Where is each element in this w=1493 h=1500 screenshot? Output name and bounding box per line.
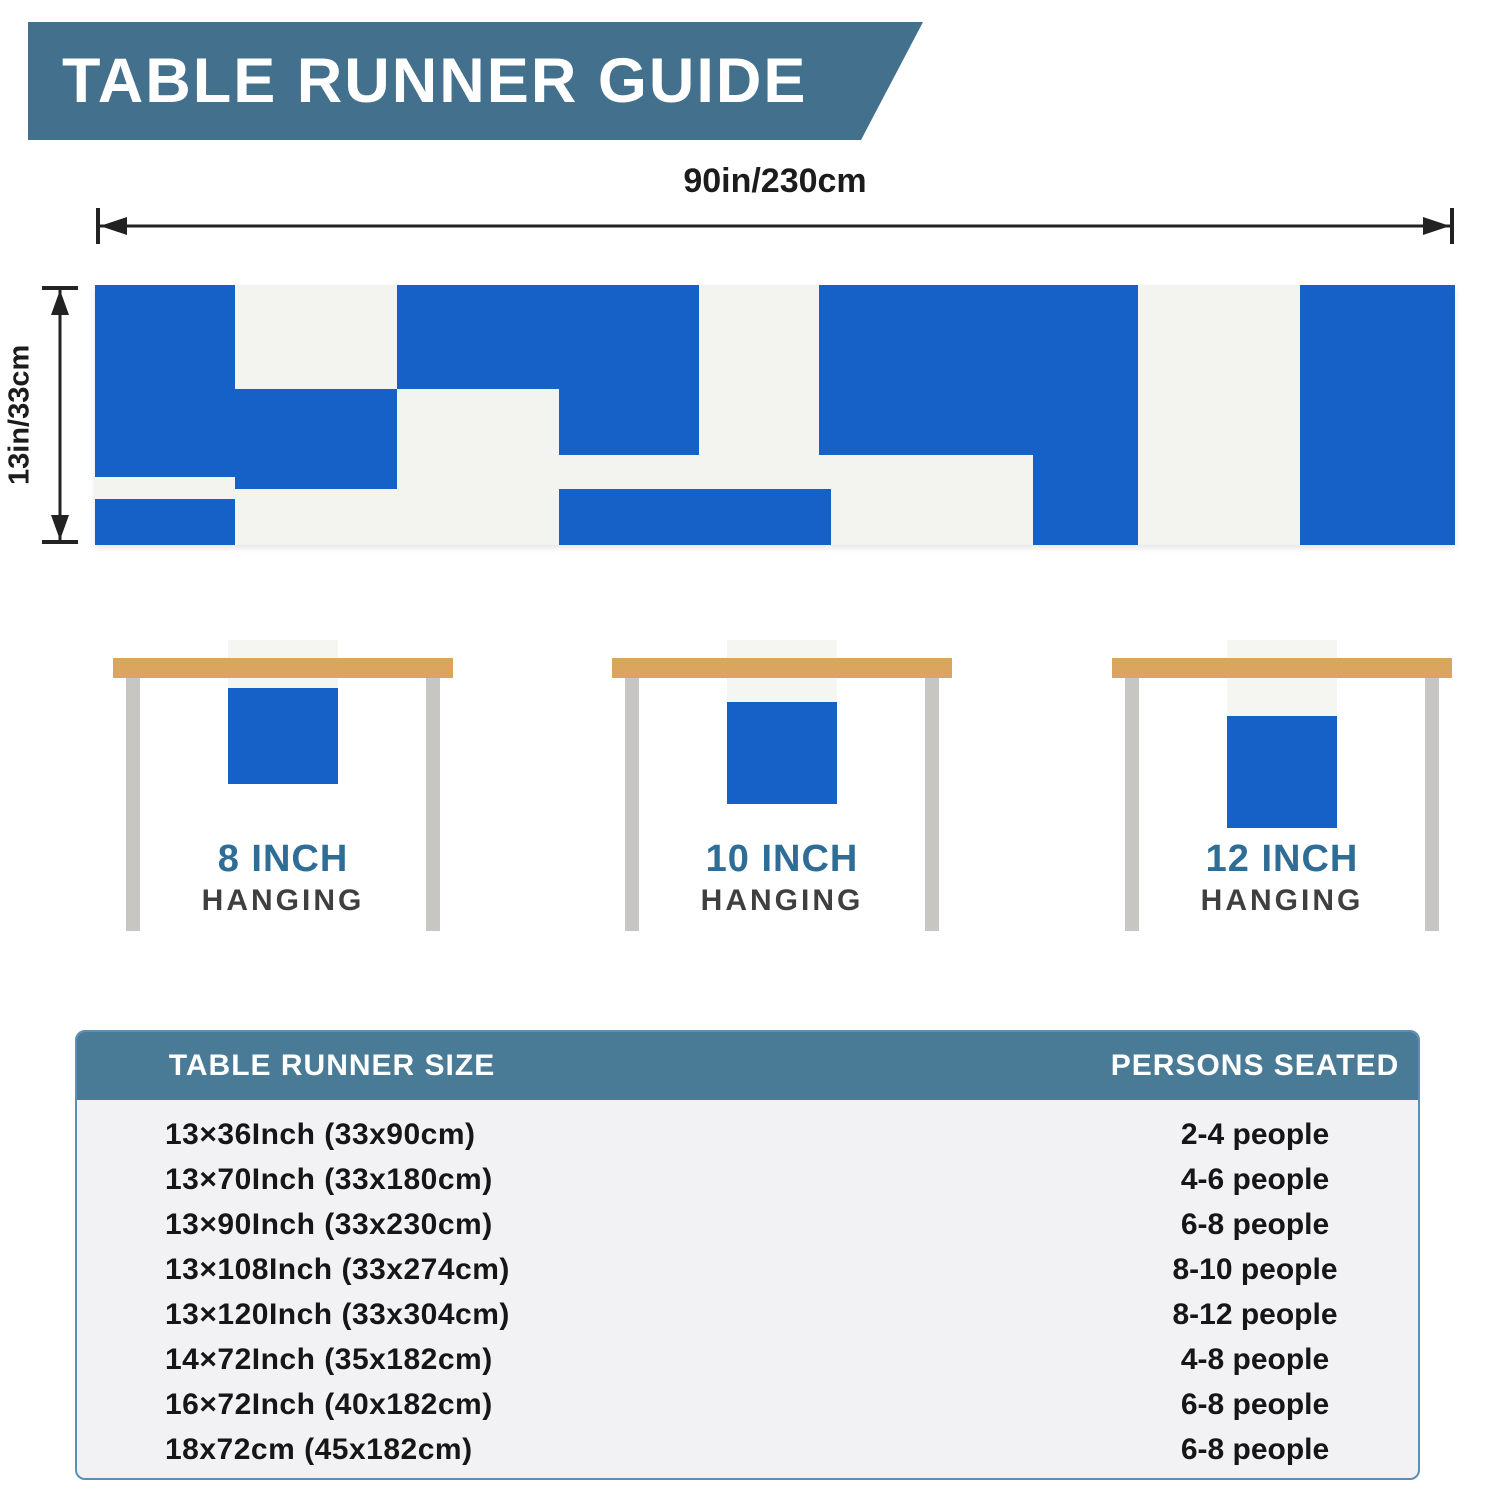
hanging-demo-10-inch: 10 INCH HANGING: [612, 640, 952, 952]
column-header-size: TABLE RUNNER SIZE: [168, 1049, 496, 1082]
tabletop: [612, 658, 952, 678]
table-row: 13×108Inch (33x274cm) 8-10 people: [77, 1247, 1418, 1292]
hanging-size-label: 8 INCH: [217, 838, 349, 880]
overhang-white-part: [228, 678, 338, 688]
persons-cell: 4-6 people: [1180, 1162, 1330, 1196]
persons-cell: 4-8 people: [1180, 1342, 1330, 1376]
runner-on-table: [228, 640, 338, 658]
size-table-header: TABLE RUNNER SIZE PERSONS SEATED: [77, 1032, 1418, 1100]
overhang-blue-part: [228, 688, 338, 784]
page-title: TABLE RUNNER GUIDE: [62, 46, 808, 116]
runner-on-table: [727, 640, 837, 658]
size-cell: 13×90Inch (33x230cm): [165, 1207, 493, 1241]
persons-cell: 6-8 people: [1180, 1432, 1330, 1466]
hanging-word-label: HANGING: [700, 884, 864, 917]
overhang-blue-part: [1227, 716, 1337, 828]
runner-overhang: [1227, 678, 1337, 828]
table-leg-left: [625, 678, 639, 931]
table-row: 13×90Inch (33x230cm) 6-8 people: [77, 1202, 1418, 1247]
size-cell: 13×36Inch (33x90cm): [165, 1117, 476, 1151]
table-row: 13×120Inch (33x304cm) 8-12 people: [77, 1292, 1418, 1337]
table-row: 13×70Inch (33x180cm) 4-6 people: [77, 1157, 1418, 1202]
table-leg-right: [1425, 678, 1439, 931]
height-dimension-label: 13in/33cm: [3, 344, 36, 486]
tabletop: [113, 658, 453, 678]
hanging-word-label: HANGING: [1200, 884, 1364, 917]
size-table-card: TABLE RUNNER SIZE PERSONS SEATED 13×36In…: [75, 1030, 1420, 1480]
overhang-white-part: [1227, 678, 1337, 716]
hanging-size-label: 12 INCH: [1205, 838, 1359, 880]
hanging-demo-8-inch: 8 INCH HANGING: [113, 640, 453, 952]
persons-cell: 8-10 people: [1172, 1252, 1338, 1286]
table-row: 18x72cm (45x182cm) 6-8 people: [77, 1427, 1418, 1472]
greece-flag-pattern: [95, 285, 1455, 545]
persons-cell: 6-8 people: [1180, 1207, 1330, 1241]
size-cell: 16×72Inch (40x182cm): [165, 1387, 493, 1421]
height-dimension-line: [42, 286, 78, 544]
header-banner: TABLE RUNNER GUIDE: [28, 22, 923, 140]
width-dimension-line: [96, 208, 1454, 244]
hanging-size-label: 10 INCH: [705, 838, 859, 880]
table-row: 14×72Inch (35x182cm) 4-8 people: [77, 1337, 1418, 1382]
size-cell: 13×70Inch (33x180cm): [165, 1162, 493, 1196]
table-leg-left: [126, 678, 140, 931]
table-leg-right: [925, 678, 939, 931]
runner-overhang: [727, 678, 837, 804]
overhang-blue-part: [727, 702, 837, 804]
size-cell: 18x72cm (45x182cm): [165, 1432, 473, 1466]
table-runner-graphic: [95, 285, 1455, 545]
width-dimension-label: 90in/230cm: [683, 162, 867, 200]
persons-cell: 6-8 people: [1180, 1387, 1330, 1421]
table-row: 13×36Inch (33x90cm) 2-4 people: [77, 1112, 1418, 1157]
size-cell: 13×120Inch (33x304cm): [165, 1297, 510, 1331]
runner-overhang: [228, 678, 338, 784]
table-row: 16×72Inch (40x182cm) 6-8 people: [77, 1382, 1418, 1427]
size-cell: 14×72Inch (35x182cm): [165, 1342, 493, 1376]
persons-cell: 2-4 people: [1180, 1117, 1330, 1151]
size-table-rows: 13×36Inch (33x90cm) 2-4 people 13×70Inch…: [77, 1100, 1418, 1472]
runner-on-table: [1227, 640, 1337, 658]
hanging-demo-12-inch: 12 INCH HANGING: [1112, 640, 1452, 952]
hanging-word-label: HANGING: [201, 884, 365, 917]
persons-cell: 8-12 people: [1172, 1297, 1338, 1331]
tabletop: [1112, 658, 1452, 678]
size-cell: 13×108Inch (33x274cm): [165, 1252, 510, 1286]
overhang-white-part: [727, 678, 837, 702]
column-header-persons: PERSONS SEATED: [1110, 1049, 1400, 1082]
table-leg-right: [426, 678, 440, 931]
table-leg-left: [1125, 678, 1139, 931]
